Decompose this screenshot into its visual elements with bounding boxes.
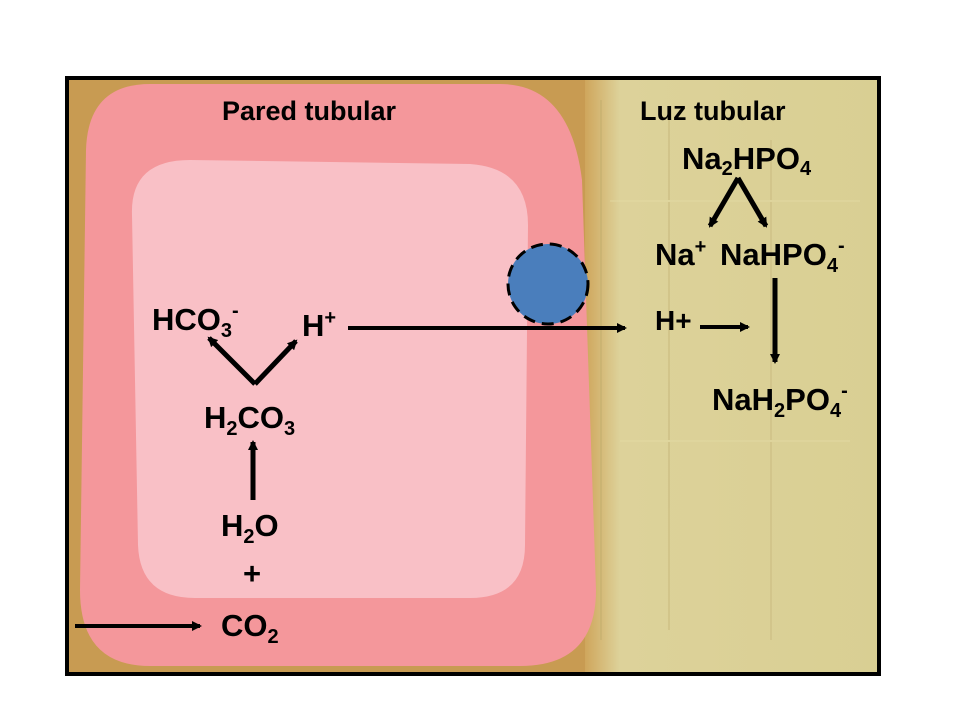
arrow-to-h-plus: [253, 339, 298, 386]
h-plus-lumen-label: H+: [655, 305, 692, 336]
transporter-circle: [506, 242, 590, 326]
co2-label: CO2: [221, 608, 279, 648]
h2co3-label: H2CO3: [204, 400, 295, 440]
plus-sign: +: [243, 556, 261, 591]
arrow-to-hco3: [207, 336, 257, 386]
tubular-cell-inner: [131, 160, 528, 598]
wall-heading: Pared tubular: [222, 96, 397, 126]
arrow-to-nahpo4: [735, 176, 769, 228]
nahpo4-label: NaHPO4-: [720, 235, 845, 277]
nah2po4-label: NaH2PO4-: [712, 380, 848, 422]
na2hpo4-label: Na2HPO4: [682, 141, 812, 180]
tubular-lumen-area: [585, 80, 877, 672]
h-plus-cell-label: H+: [302, 307, 336, 343]
lumen-heading: Luz tubular: [640, 96, 786, 126]
na-plus-label: Na+: [655, 236, 706, 272]
h2o-label: H2O: [221, 508, 279, 548]
arrow-to-na-plus: [707, 176, 741, 228]
hco3-label: HCO3-: [152, 300, 239, 342]
diagram-frame: [65, 76, 881, 676]
lumen-texture: [600, 100, 860, 640]
